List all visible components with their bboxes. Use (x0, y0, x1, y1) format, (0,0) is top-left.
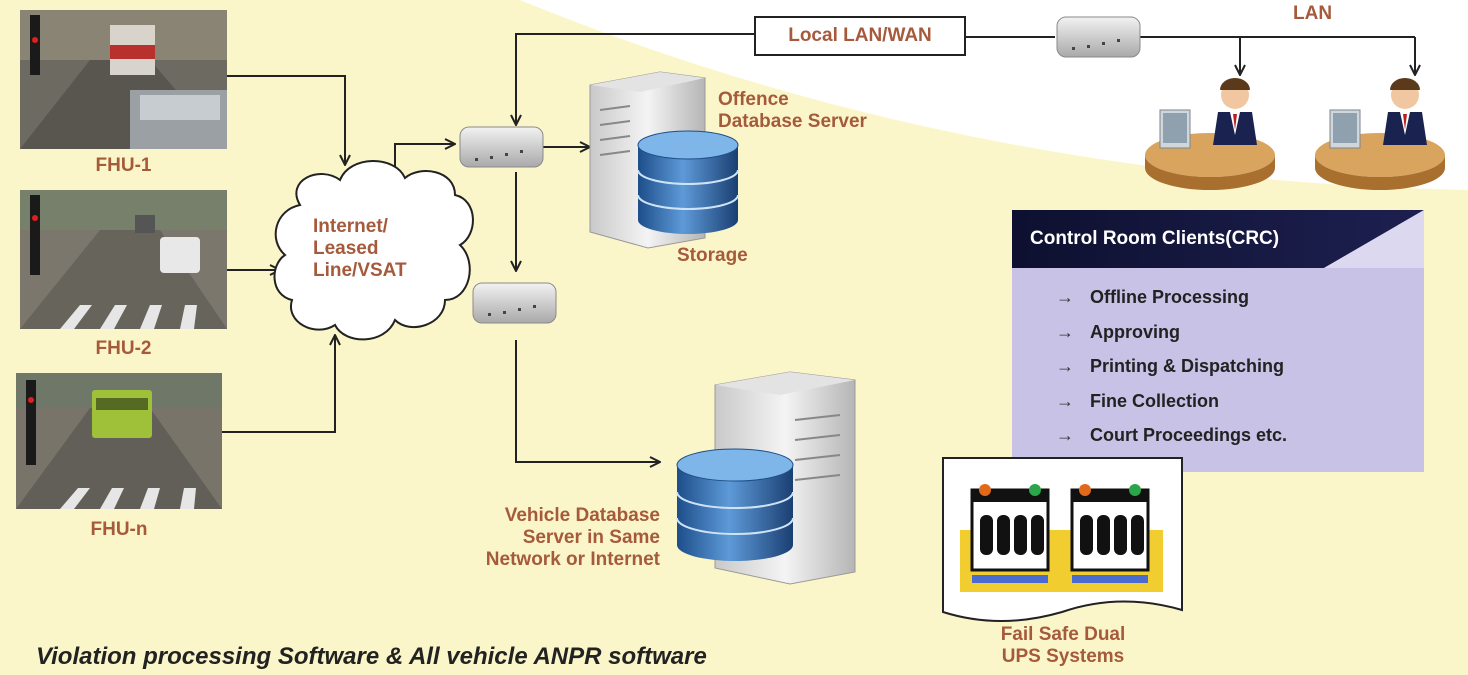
arrow-right-icon: → (1056, 287, 1074, 307)
fhu-2-camera-image (20, 190, 227, 329)
arrow-right-icon: → (1056, 321, 1074, 342)
vehicle-database-icon (676, 448, 794, 561)
fhu-n-label: FHU-n (90, 519, 148, 540)
fhu-2-label: FHU-2 (95, 338, 152, 359)
crc-panel-fold (1324, 210, 1424, 268)
crc-title: Control Room Clients(CRC) (1030, 228, 1280, 249)
link-fhun-cloud (222, 335, 335, 433)
crc-header-bar (1012, 210, 1424, 268)
offence-server-label: Offence Database Server (718, 89, 867, 132)
crc-item: →Approving (1056, 321, 1180, 342)
crc-item: →Printing & Dispatching (1056, 356, 1285, 376)
ups-label: Fail Safe Dual UPS Systems (1000, 624, 1126, 667)
crc-task-list: →Offline Processing →Approving →Printing… (1056, 287, 1287, 460)
crc-item: →Offline Processing (1056, 287, 1250, 307)
network-switch-icon (1056, 16, 1141, 58)
fhu-1-camera-image (20, 10, 227, 149)
local-lan-wan-label: Local LAN/WAN (788, 25, 932, 46)
link-modem-vehicle-server (515, 340, 660, 462)
fhu-n-camera-image (16, 373, 222, 509)
operator-workstation-icon-2 (1315, 78, 1445, 190)
local-lan-wan-box (754, 16, 966, 56)
fhu-1-label: FHU-1 (95, 155, 152, 176)
storage-label: Storage (677, 245, 748, 266)
vehicle-server-label: Vehicle Database Server in Same Network … (485, 505, 660, 570)
internet-cloud-shape (273, 160, 474, 341)
crc-item: →Fine Collection (1056, 390, 1220, 411)
operator-workstation-icon-1 (1145, 78, 1275, 190)
link-fhu1-cloud (227, 75, 345, 165)
ups-unit-icon-1 (970, 484, 1050, 583)
lan-label: LAN (1293, 3, 1333, 24)
crc-item: →Court Proceedings etc. (1056, 425, 1288, 445)
modem-icon-middle (472, 282, 557, 324)
arrow-right-icon: → (1056, 390, 1074, 411)
internet-cloud-label: Internet/ Leased Line/VSAT (313, 216, 407, 281)
link-lan-wan-modem (516, 33, 755, 125)
diagram-caption: Violation processing Software & All vehi… (36, 643, 707, 670)
arrow-right-icon: → (1056, 425, 1074, 445)
ups-unit-icon-2 (1070, 484, 1150, 583)
modem-icon-top (459, 126, 544, 168)
arrow-right-icon: → (1056, 356, 1074, 376)
storage-database-icon (637, 130, 739, 234)
